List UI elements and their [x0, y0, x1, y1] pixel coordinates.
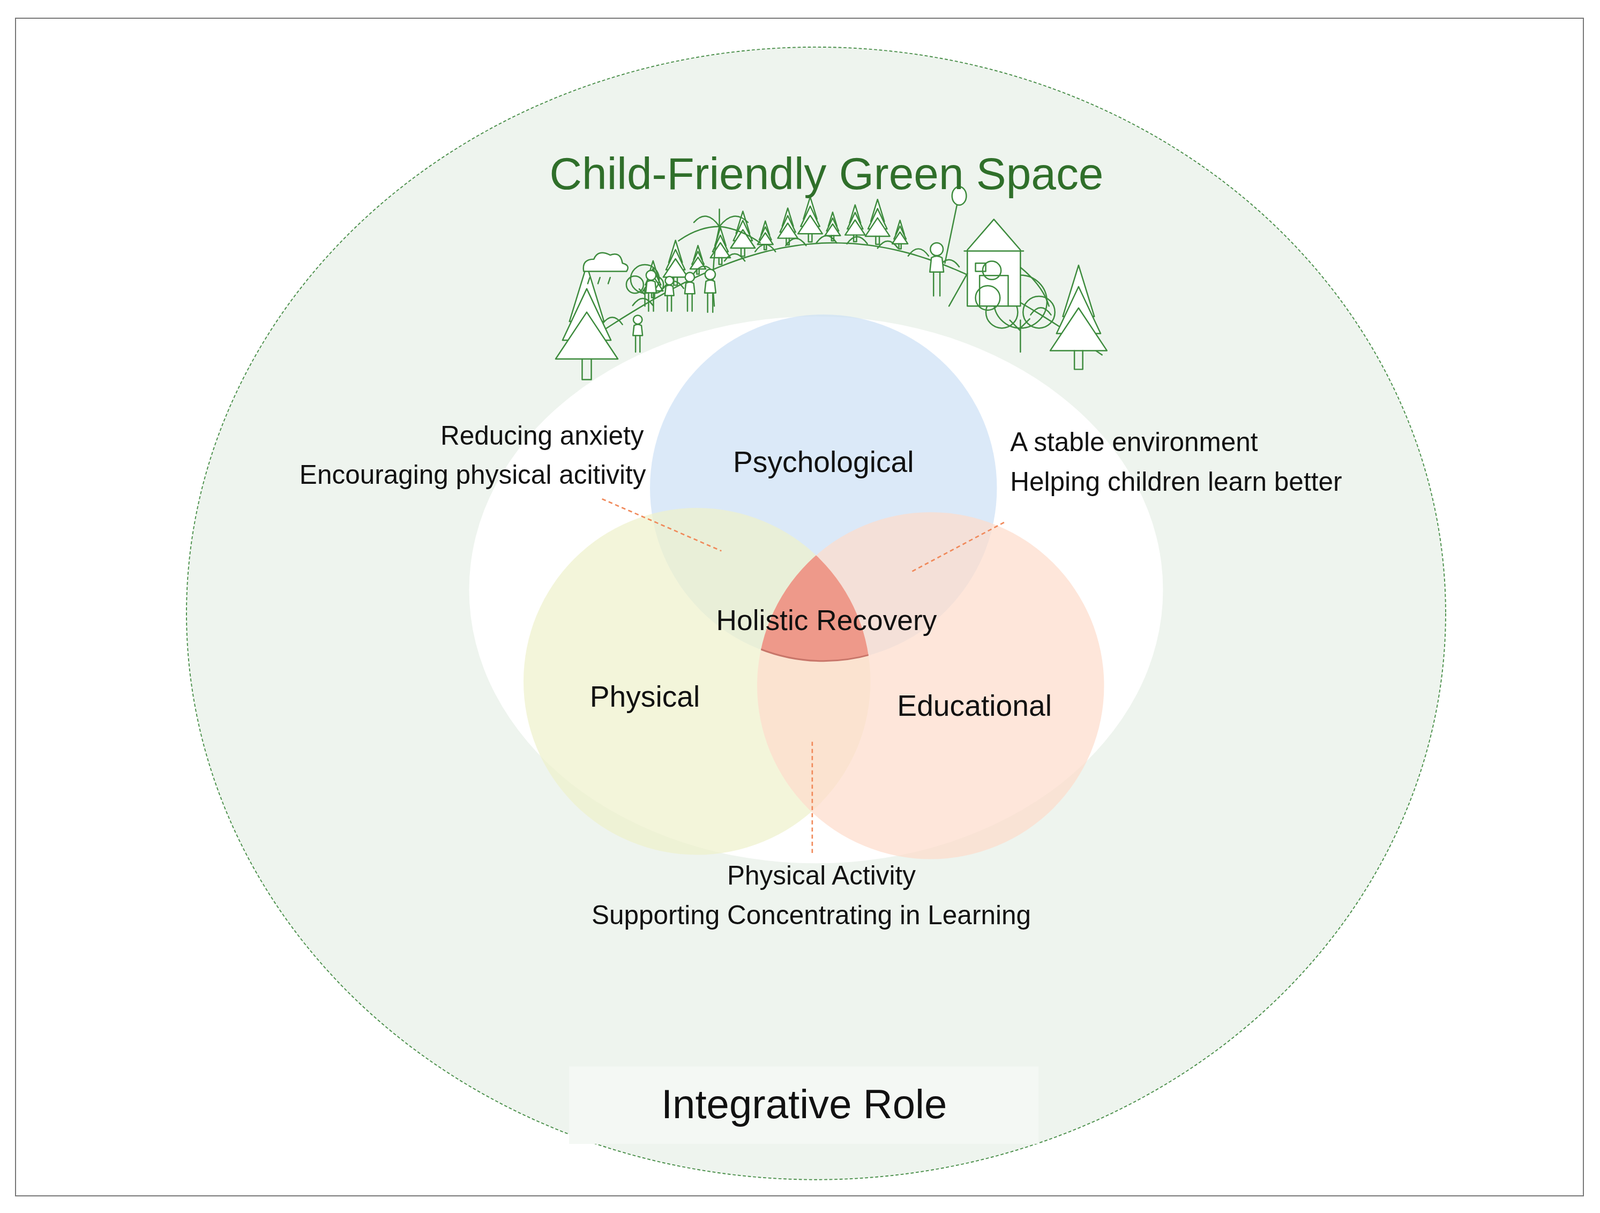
outer-ellipse [186, 47, 1446, 1180]
callout-label: A stable environment [1010, 428, 1258, 456]
center-label: Holistic Recovery [716, 605, 938, 636]
bottom-label-panel [569, 1066, 1039, 1145]
circle-label: Educational [896, 690, 1052, 722]
green-space-ellipse: Child-Friendly Green SpaceIntegrative Ro… [186, 46, 1449, 1183]
callout-label: Physical Activity [727, 861, 916, 890]
integrative-role-label: Integrative Role [661, 1082, 947, 1126]
green-space-title: Child-Friendly Green Space [549, 150, 1104, 198]
intersection-shape [649, 314, 997, 662]
callout-label: Helping children learn better [1010, 467, 1342, 496]
callout-label: Reducing anxiety [440, 421, 645, 450]
leader-line [602, 498, 722, 551]
callout-label: Encouraging physical acitivity [299, 460, 647, 489]
leader-line [811, 741, 814, 854]
park-illustration [555, 186, 1108, 380]
outer-frame [15, 18, 1584, 1196]
circle-label: Psychological [733, 446, 915, 478]
callout-label: Supporting Concentrating in Learning [591, 901, 1031, 930]
leader-line [910, 522, 1005, 573]
leader-lines [602, 498, 1005, 855]
circle-label: Physical [589, 681, 701, 713]
holistic-recovery-region: Holistic Recovery [683, 540, 970, 674]
